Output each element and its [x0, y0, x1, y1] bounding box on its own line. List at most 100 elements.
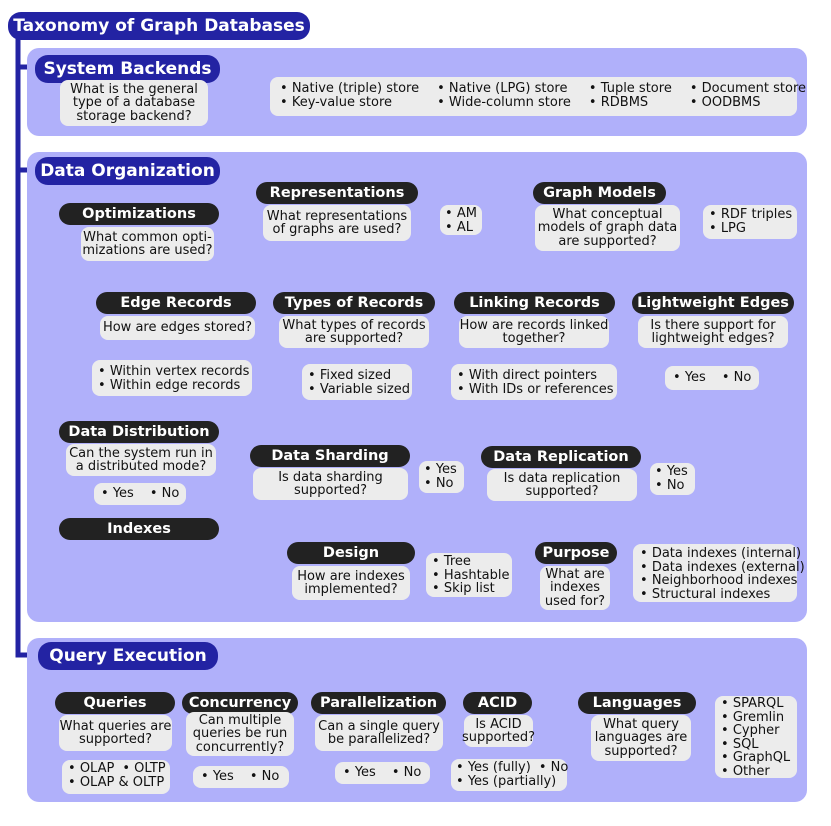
representations-node: Representations: [256, 182, 418, 204]
languages-node: Languages: [578, 692, 696, 714]
answer-column-4: Document storeOODBMS: [690, 82, 806, 111]
parallelization-node: Parallelization: [311, 692, 446, 714]
answer-item: OLTP: [122, 762, 165, 776]
graph-models-question: What conceptual models of graph data are…: [535, 205, 680, 251]
answer-item: No: [722, 371, 752, 385]
answer-item: Yes (fully): [456, 761, 531, 775]
representations-question: What representations of graphs are used?: [263, 205, 411, 241]
answer-item: Hashtable: [432, 568, 510, 583]
data-organization-header: Data Organization: [35, 157, 220, 185]
edge-records-question: How are edges stored?: [100, 316, 255, 340]
answer-item: SPARQL: [721, 697, 791, 711]
answer-item: SQL: [721, 737, 791, 752]
queries-answers: OLAP OLTPOLAP & OLTP: [62, 760, 170, 794]
types-of-records-question: What types of records are supported?: [279, 316, 429, 348]
answer-item: Within edge records: [98, 378, 246, 393]
answer-item: Gremlin: [721, 710, 791, 725]
answer-item: Tree: [432, 555, 506, 569]
diagram-title: Taxonomy of Graph Databases: [8, 12, 310, 40]
answer-item: Key-value store: [280, 95, 419, 110]
queries-node: Queries: [55, 692, 175, 714]
answer-item: Fixed sized: [308, 369, 406, 383]
answer-item: No: [250, 770, 280, 784]
answer-item: Data indexes (external): [640, 560, 805, 575]
data-sharding-question: Is data sharding supported?: [253, 468, 408, 500]
answer-item: Yes: [655, 465, 690, 479]
design-answers: TreeHashtableSkip list: [426, 553, 512, 597]
acid-question: Is ACID supported?: [461, 715, 536, 747]
answer-item: OODBMS: [690, 95, 806, 110]
parallelization-question: Can a single query be parallelized?: [315, 715, 443, 751]
answer-item: OLAP & OLTP: [68, 775, 166, 790]
answer-column-2: Native (LPG) storeWide-column store: [437, 82, 571, 111]
data-replication-node: Data Replication: [481, 446, 641, 468]
types-of-records-node: Types of Records: [273, 292, 435, 314]
answer-item: Yes: [673, 371, 706, 385]
answer-item: OLAP: [68, 762, 115, 776]
answer-item: Data indexes (internal): [640, 547, 801, 561]
concurrency-node: Concurrency: [182, 692, 298, 714]
answer-column-1: Native (triple) storeKey-value store: [280, 82, 419, 111]
answer-item: Yes: [101, 487, 134, 501]
answer-item: RDF triples: [709, 208, 792, 222]
answer-item: Native (LPG) store: [437, 82, 571, 96]
purpose-answers: Data indexes (internal)Data indexes (ext…: [633, 544, 805, 602]
parallelization-answers: Yes No: [335, 762, 430, 784]
system-backends-question: What is the general type of a database s…: [60, 80, 208, 126]
answer-item: Within vertex records: [98, 365, 250, 379]
lightweight-edges-question: Is there support for lightweight edges?: [638, 316, 788, 348]
answer-item: AM: [445, 207, 477, 221]
languages-question: What query languages are supported?: [591, 715, 691, 761]
data-sharding-node: Data Sharding: [250, 445, 410, 467]
answer-item: Wide-column store: [437, 95, 571, 110]
design-node: Design: [287, 542, 415, 564]
queries-question: What queries are supported?: [59, 715, 172, 751]
answer-item: Yes (partially): [456, 774, 568, 789]
answer-item: Document store: [690, 82, 806, 96]
answer-item: Skip list: [432, 582, 506, 596]
answer-item: LPG: [709, 221, 791, 236]
answer-item: No: [424, 476, 459, 491]
data-distribution-question: Can the system run in a distributed mode…: [66, 444, 216, 476]
purpose-question: What are indexes used for?: [540, 566, 610, 610]
graph-models-node: Graph Models: [533, 182, 666, 204]
data-replication-answers: YesNo: [650, 463, 695, 495]
concurrency-question: Can multiple queries be run concurrently…: [186, 712, 294, 756]
answer-item: With direct pointers: [457, 369, 611, 383]
query-execution-header: Query Execution: [38, 642, 218, 670]
representations-answers: AMAL: [440, 205, 482, 235]
lightweight-edges-answers: Yes No: [665, 366, 759, 390]
concurrency-answers: Yes No: [193, 766, 289, 788]
design-question: How are indexes implemented?: [292, 566, 410, 600]
acid-node: ACID: [463, 692, 532, 714]
answer-column-3: Tuple storeRDBMS: [589, 82, 672, 111]
languages-answers: SPARQLGremlinCypherSQLGraphQLOther: [715, 696, 797, 778]
answer-item: GraphQL: [721, 751, 791, 765]
answer-item: Variable sized: [308, 382, 410, 397]
answer-item: Yes: [343, 766, 376, 780]
answer-item: No: [655, 478, 690, 493]
answer-item: Native (triple) store: [280, 82, 419, 96]
linking-records-answers: With direct pointersWith IDs or referenc…: [451, 364, 617, 400]
optimizations-question: What common opti-mizations are used?: [81, 227, 214, 261]
purpose-node: Purpose: [535, 542, 617, 564]
system-backends-header: System Backends: [35, 55, 220, 83]
answer-item: Yes: [201, 770, 234, 784]
lightweight-edges-node: Lightweight Edges: [632, 292, 794, 314]
answer-item: No: [392, 766, 422, 780]
data-sharding-answers: YesNo: [419, 461, 464, 493]
edge-records-node: Edge Records: [96, 292, 256, 314]
answer-item: AL: [445, 220, 477, 235]
types-of-records-answers: Fixed sizedVariable sized: [302, 364, 412, 400]
linking-records-question: How are records linked together?: [459, 316, 609, 348]
data-replication-question: Is data replication supported?: [487, 469, 637, 501]
answer-item: Tuple store: [589, 82, 672, 96]
data-distribution-answers: YesNo: [94, 483, 186, 505]
answer-item: With IDs or references: [457, 382, 614, 397]
data-distribution-node: Data Distribution: [59, 421, 219, 443]
optimizations-node: Optimizations: [59, 203, 219, 225]
edge-records-answers: Within vertex recordsWithin edge records: [92, 360, 252, 396]
answer-item: Cypher: [721, 724, 791, 738]
acid-answers: Yes (fully)NoYes (partially): [451, 759, 568, 791]
